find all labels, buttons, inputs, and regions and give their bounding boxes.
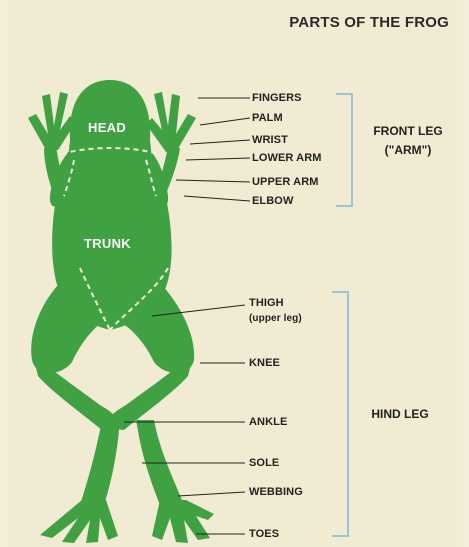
lower-arm-label: LOWER ARM <box>252 152 322 164</box>
front-leg-bracket <box>336 94 352 206</box>
group-brackets <box>332 94 352 536</box>
left-ankle-foot <box>80 418 120 505</box>
thigh-note-label: (upper leg) <box>249 313 302 324</box>
upper-arm-pointer <box>176 180 250 182</box>
upper-arm-label: UPPER ARM <box>252 176 319 188</box>
front-leg-group-label: FRONT LEG ("ARM") <box>362 122 454 160</box>
webbing-label: WEBBING <box>249 486 303 498</box>
palm-label: PALM <box>252 112 283 124</box>
left-webbed-toes <box>40 500 118 543</box>
frog-silhouette <box>28 80 214 543</box>
thigh-label: THIGH <box>249 297 284 309</box>
fingers-label: FINGERS <box>252 92 302 104</box>
webbing-pointer <box>178 492 245 496</box>
right-hand <box>146 92 196 152</box>
knee-label: KNEE <box>249 357 280 369</box>
wrist-label: WRIST <box>252 134 288 146</box>
right-webbed-toes <box>152 500 214 543</box>
head-label: HEAD <box>88 120 126 135</box>
wrist-pointer <box>190 140 250 144</box>
hind-leg-group-label: HIND LEG <box>360 405 440 424</box>
right-ankle-foot <box>118 418 184 505</box>
front-leg-title: FRONT LEG <box>362 122 454 141</box>
sole-label: SOLE <box>249 457 279 469</box>
toes-label: TOES <box>249 528 279 540</box>
elbow-pointer <box>184 196 250 201</box>
diagram-title: PARTS OF THE FROG <box>289 14 449 31</box>
lower-arm-pointer <box>186 158 250 160</box>
front-leg-subtitle: ("ARM") <box>362 141 454 160</box>
hind-leg-bracket <box>332 292 348 536</box>
ankle-label: ANKLE <box>249 416 287 428</box>
elbow-label: ELBOW <box>252 195 293 207</box>
left-hand <box>28 92 76 150</box>
trunk-label: TRUNK <box>84 236 131 251</box>
palm-pointer <box>200 118 250 125</box>
